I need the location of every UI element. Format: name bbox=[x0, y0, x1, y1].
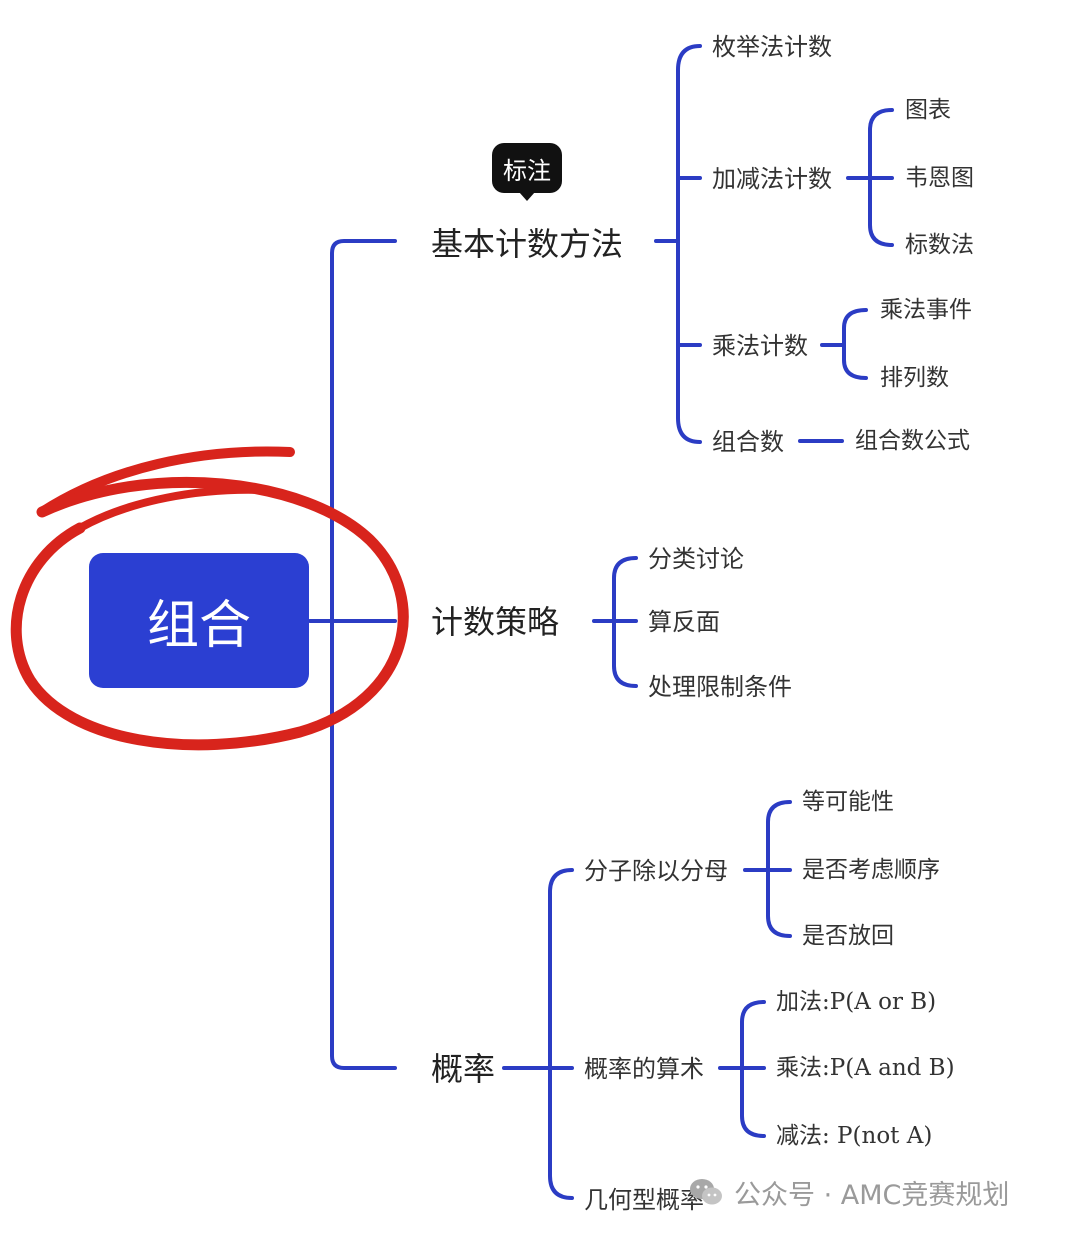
node-basic-counting[interactable]: 基本计数方法 bbox=[431, 225, 624, 263]
node-permutation[interactable]: 排列数 bbox=[880, 365, 949, 391]
prob-bracket bbox=[548, 868, 574, 1200]
node-order[interactable]: 是否考虑顺序 bbox=[802, 857, 940, 883]
node-enumeration[interactable]: 枚举法计数 bbox=[712, 33, 832, 61]
node-counting-strategy[interactable]: 计数策略 bbox=[431, 603, 560, 641]
node-ratio[interactable]: 分子除以分母 bbox=[584, 857, 728, 885]
node-venn[interactable]: 韦恩图 bbox=[905, 165, 974, 191]
watermark: 公众号 · AMC竞赛规划 bbox=[688, 1174, 1010, 1211]
node-marking[interactable]: 标数法 bbox=[905, 232, 974, 258]
node-subtraction-rule[interactable]: 减法: P(not A) bbox=[776, 1123, 933, 1149]
basic-bracket bbox=[676, 44, 702, 444]
node-geometric-prob[interactable]: 几何型概率 bbox=[584, 1186, 704, 1214]
root-node[interactable]: 组合 bbox=[89, 553, 309, 688]
node-mult-event[interactable]: 乘法事件 bbox=[880, 297, 972, 323]
node-chart[interactable]: 图表 bbox=[905, 97, 951, 123]
node-replacement[interactable]: 是否放回 bbox=[802, 923, 894, 949]
node-multiplication[interactable]: 乘法计数 bbox=[712, 332, 808, 360]
node-complement[interactable]: 算反面 bbox=[648, 608, 720, 636]
mult-bracket bbox=[842, 308, 868, 380]
node-add-sub[interactable]: 加减法计数 bbox=[712, 165, 832, 193]
node-probability[interactable]: 概率 bbox=[431, 1050, 496, 1088]
watermark-text: 公众号 · AMC竞赛规划 bbox=[734, 1179, 1010, 1211]
annotation-callout-tail bbox=[519, 192, 535, 201]
node-comb-formula[interactable]: 组合数公式 bbox=[855, 428, 970, 454]
node-combination[interactable]: 组合数 bbox=[712, 428, 784, 456]
annotation-callout[interactable]: 标注 bbox=[492, 143, 562, 193]
node-addition-rule[interactable]: 加法:P(A or B) bbox=[776, 989, 937, 1015]
node-multiplication-rule[interactable]: 乘法:P(A and B) bbox=[776, 1055, 955, 1081]
level1-bracket bbox=[330, 239, 397, 1070]
wechat-icon bbox=[690, 1179, 722, 1205]
node-case-analysis[interactable]: 分类讨论 bbox=[648, 545, 744, 573]
node-restrictions[interactable]: 处理限制条件 bbox=[648, 673, 792, 701]
node-equally-likely[interactable]: 等可能性 bbox=[802, 789, 894, 815]
node-prob-arith[interactable]: 概率的算术 bbox=[584, 1055, 704, 1083]
